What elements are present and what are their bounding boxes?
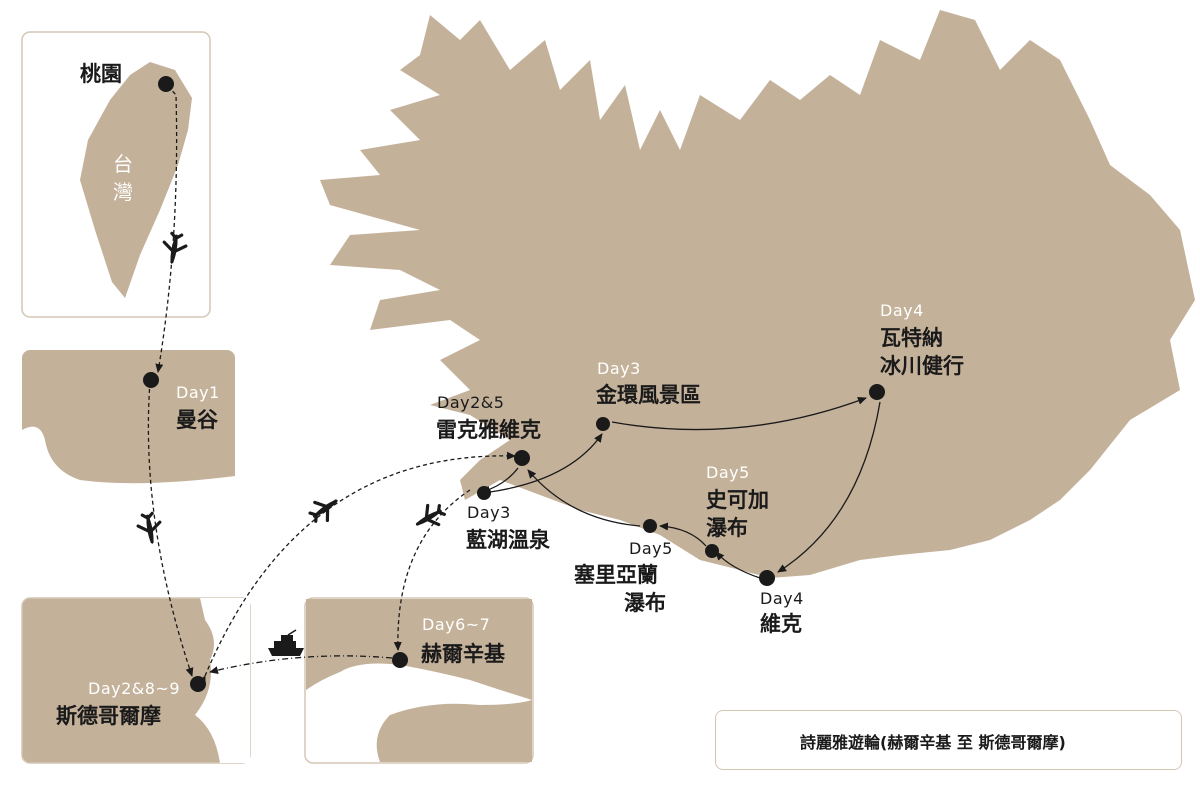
airplane-icon bbox=[304, 489, 346, 528]
stop-markers bbox=[143, 76, 885, 692]
reykjavik-day: Day2&5 bbox=[437, 393, 505, 412]
skogafoss-day: Day5 bbox=[706, 463, 750, 482]
bangkok-day: Day1 bbox=[176, 383, 220, 402]
stockholm-name: 斯德哥爾摩 bbox=[56, 704, 161, 728]
ground-routes bbox=[481, 397, 881, 579]
bluelagoon-name: 藍湖溫泉 bbox=[466, 528, 550, 552]
vik-name: 維克 bbox=[760, 612, 802, 636]
bangkok-name: 曼谷 bbox=[176, 408, 218, 432]
bangkok-sea bbox=[22, 426, 235, 498]
stockholm-day: Day2&8~9 bbox=[88, 679, 181, 698]
skogafoss-name-line1: 史可加 bbox=[706, 488, 769, 512]
helsinki-day: Day6~7 bbox=[422, 615, 491, 634]
reykjavik-name: 雷克雅維克 bbox=[436, 418, 541, 442]
cruise-ship-icon bbox=[268, 629, 304, 656]
goldencircle-name: 金環風景區 bbox=[596, 383, 701, 407]
iceland-landmass bbox=[320, 10, 1195, 578]
vatnajokull-name-line1: 瓦特納 bbox=[880, 326, 943, 350]
goldencircle-day: Day3 bbox=[597, 359, 641, 378]
legend-text: 詩麗雅遊輪(赫爾辛基 至 斯德哥爾摩) bbox=[800, 733, 1066, 752]
airplane-icon bbox=[134, 510, 165, 548]
vatnajokull-day: Day4 bbox=[880, 301, 924, 320]
helsinki-name: 赫爾辛基 bbox=[421, 642, 505, 666]
helsinki-land-south bbox=[376, 700, 532, 762]
vik-day: Day4 bbox=[760, 589, 804, 608]
bluelagoon-day: Day3 bbox=[467, 503, 511, 522]
legend-box bbox=[715, 710, 1182, 770]
skogafoss-name-line2: 瀑布 bbox=[706, 516, 748, 540]
taoyuan-label: 桃園 bbox=[80, 62, 122, 86]
vatnajokull-name-line2: 冰川健行 bbox=[880, 354, 964, 378]
taiwan-island-label: 台灣 bbox=[113, 152, 133, 204]
seljalandsfoss-day: Day5 bbox=[629, 539, 673, 558]
seljalandsfoss-name-line2: 瀑布 bbox=[624, 591, 666, 615]
seljalandsfoss-name-line1: 塞里亞蘭 bbox=[574, 563, 658, 587]
